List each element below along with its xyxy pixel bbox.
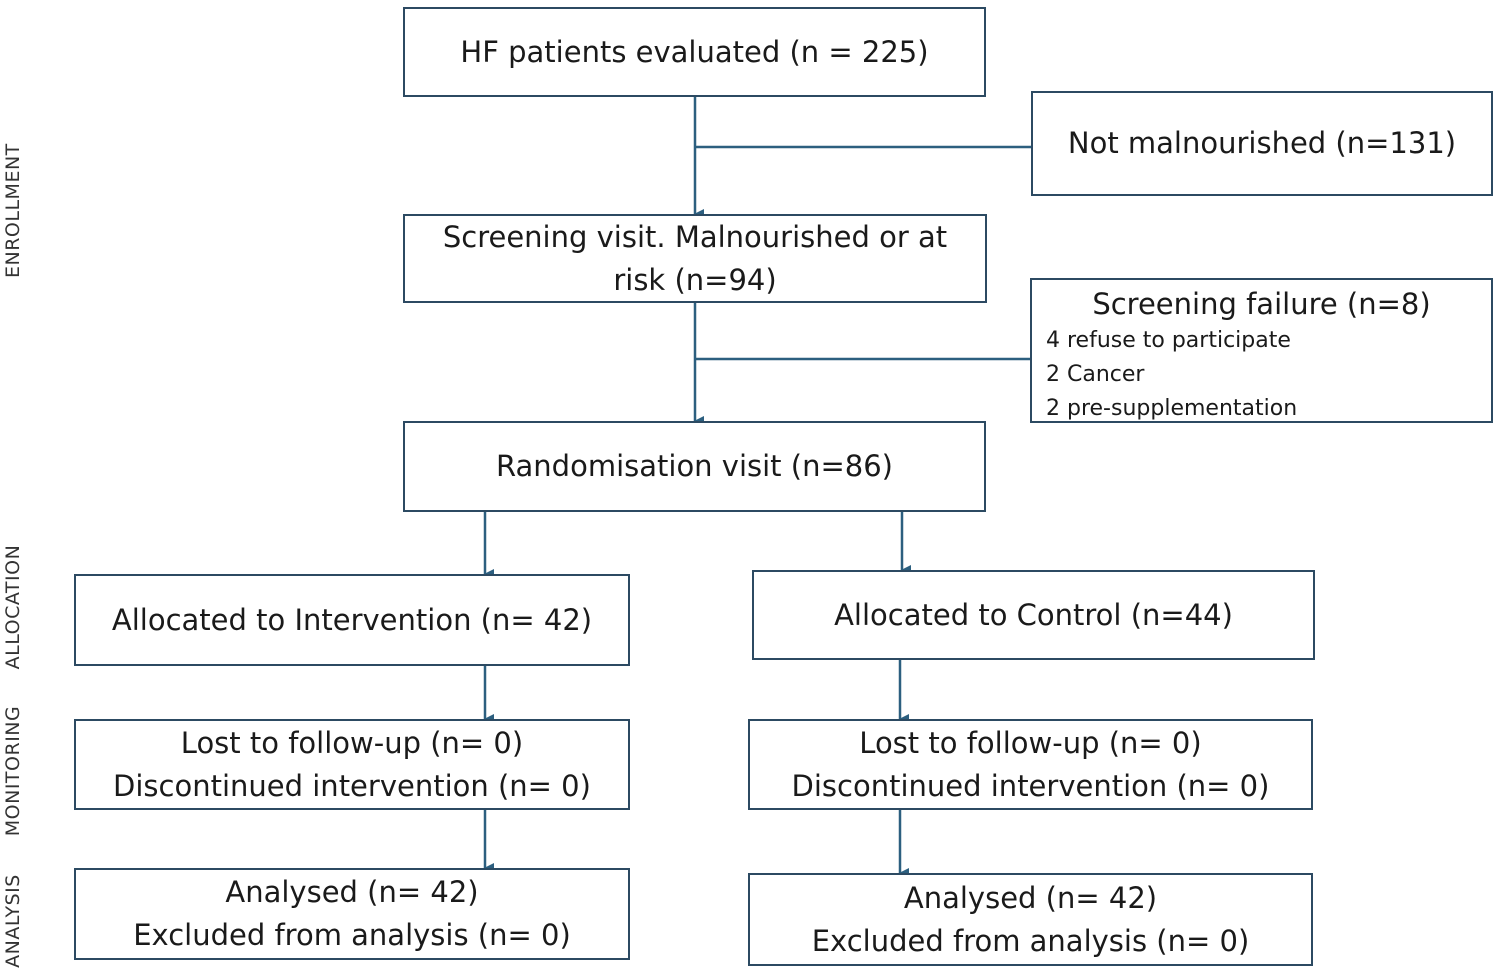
- allocated-intervention-text: Allocated to Intervention (n= 42): [111, 602, 593, 637]
- box-randomisation-visit: Randomisation visit (n=86): [403, 421, 986, 512]
- control-lost-followup: Lost to follow-up (n= 0): [859, 725, 1202, 760]
- intervention-lost-followup: Lost to follow-up (n= 0): [180, 725, 524, 760]
- screening-visit-line-2: risk (n=94): [613, 262, 777, 297]
- intervention-discontinued: Discontinued intervention (n= 0): [113, 768, 591, 803]
- patients-evaluated-text: HF patients evaluated (n = 225): [460, 34, 929, 69]
- side-label-enrollment: ENROLLMENT: [2, 143, 24, 278]
- randomisation-visit-text: Randomisation visit (n=86): [496, 449, 893, 483]
- side-label-allocation: ALLOCATION: [2, 544, 24, 670]
- box-allocated-intervention: Allocated to Intervention (n= 42): [74, 574, 630, 666]
- control-analysed: Analysed (n= 42): [903, 880, 1158, 915]
- screening-visit-line-1: Screening visit. Malnourished or at: [442, 219, 948, 254]
- box-intervention-monitoring: Lost to follow-up (n= 0) Discontinued in…: [74, 719, 630, 810]
- box-not-malnourished: Not malnourished (n=131): [1031, 91, 1493, 196]
- screening-failure-item: 2 Cancer: [1046, 362, 1145, 387]
- box-control-analysis: Analysed (n= 42) Excluded from analysis …: [748, 873, 1313, 966]
- screening-failure-item: 2 pre-supplementation: [1046, 396, 1298, 421]
- box-intervention-analysis: Analysed (n= 42) Excluded from analysis …: [74, 868, 630, 960]
- side-label-monitoring: MONITORING: [2, 705, 24, 837]
- intervention-excluded: Excluded from analysis (n= 0): [133, 918, 571, 952]
- control-excluded: Excluded from analysis (n= 0): [811, 923, 1250, 958]
- intervention-analysed: Analysed (n= 42): [225, 875, 479, 909]
- screening-failure-title: Screening failure (n=8): [1092, 287, 1431, 321]
- not-malnourished-text: Not malnourished (n=131): [1067, 126, 1457, 160]
- screening-failure-item: 4 refuse to participate: [1046, 328, 1291, 353]
- box-patients-evaluated: HF patients evaluated (n = 225): [403, 7, 986, 97]
- box-screening-failure: Screening failure (n=8) 4 refuse to part…: [1030, 278, 1493, 423]
- box-allocated-control: Allocated to Control (n=44): [752, 570, 1315, 660]
- box-control-monitoring: Lost to follow-up (n= 0) Discontinued in…: [748, 719, 1313, 810]
- control-discontinued: Discontinued intervention (n= 0): [791, 768, 1270, 803]
- side-label-analysis: ANALYSIS: [2, 874, 24, 968]
- allocated-control-text: Allocated to Control (n=44): [834, 597, 1233, 632]
- box-screening-visit: Screening visit. Malnourished or at risk…: [403, 214, 987, 303]
